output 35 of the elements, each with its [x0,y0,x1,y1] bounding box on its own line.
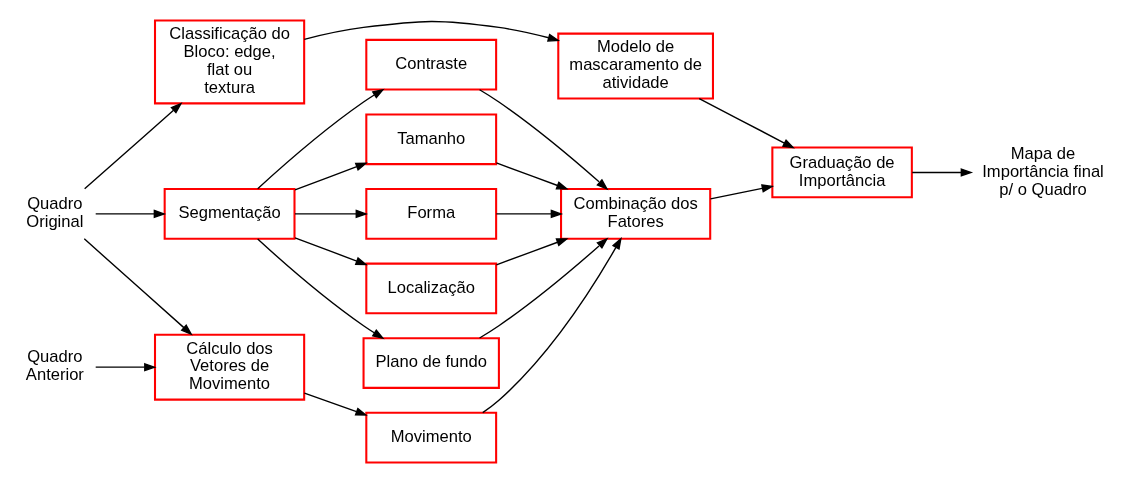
arrow [495,237,569,266]
arrow [83,101,183,189]
arrow [95,362,157,372]
node-box: Contraste [365,38,498,91]
arrow [478,88,609,190]
arrow [257,237,385,339]
arrow [478,237,609,339]
node-box: Localização [365,262,498,314]
node-box: Combinação dos Fatores [560,187,712,240]
node-text: Quadro Original [26,193,84,231]
arrow [495,209,564,218]
node-box: Movimento [365,411,498,463]
arrow [911,167,974,177]
node-box: Plano de fundo [362,336,500,389]
arrow [698,97,795,149]
node-box: Forma [365,187,498,240]
arrow [294,162,368,191]
arrow [303,20,561,42]
arrow [83,237,193,336]
arrow [303,392,368,416]
arrow [95,209,167,218]
node-text: Quadro Anterior [25,346,84,384]
node-box: Tamanho [365,112,498,165]
node-text: Mapa de Importância final p/ o Quadro [982,143,1104,199]
node-box: Modelo de mascaramento de atividade [557,32,714,100]
arrow [482,236,622,413]
node-box: Classificação do Bloco: edge, flat ou textura [153,19,306,104]
arrow [709,183,775,200]
arrow [257,88,385,189]
arrow [495,161,569,190]
arrow [294,236,368,265]
node-box: Segmentação [163,187,296,240]
arrow [294,209,369,218]
node-box: Cálculo dos Vetores de Movimento [153,333,306,401]
node-box: Graduação de Importância [771,146,913,198]
